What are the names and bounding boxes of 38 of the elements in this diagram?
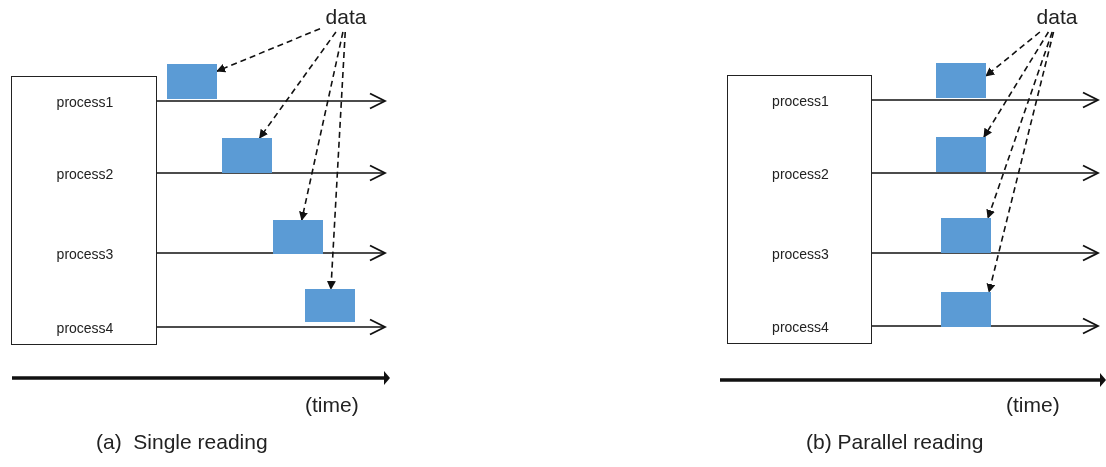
data-label: data bbox=[320, 4, 372, 32]
data-block bbox=[273, 220, 323, 254]
panel-caption: (a) Single reading bbox=[96, 430, 268, 454]
process-label: process4 bbox=[728, 312, 873, 342]
data-block bbox=[941, 292, 991, 327]
data-block bbox=[167, 64, 217, 99]
process-label: process3 bbox=[728, 239, 873, 269]
data-label: data bbox=[1031, 4, 1083, 32]
timeline-arrow bbox=[871, 91, 1099, 109]
process-label: process2 bbox=[12, 159, 158, 189]
data-block bbox=[941, 218, 991, 253]
timeline-arrow bbox=[156, 318, 386, 336]
timeline-arrow bbox=[156, 164, 386, 182]
dashed-arrow bbox=[983, 31, 1050, 138]
time-label: (time) bbox=[1006, 393, 1060, 417]
process-group-box bbox=[727, 75, 872, 344]
panel-caption: (b) Parallel reading bbox=[806, 430, 984, 454]
process-label: process1 bbox=[12, 87, 158, 117]
process-label: process1 bbox=[728, 86, 873, 116]
process-label: process2 bbox=[728, 159, 873, 189]
dashed-arrow bbox=[986, 31, 1053, 219]
dashed-arrow bbox=[299, 31, 344, 221]
timeline-arrow bbox=[871, 244, 1099, 262]
dashed-arrow bbox=[326, 31, 347, 290]
process-label: process4 bbox=[12, 313, 158, 343]
process-label: process3 bbox=[12, 239, 158, 269]
dashed-arrow bbox=[986, 31, 1055, 293]
time-label: (time) bbox=[305, 393, 359, 417]
data-block bbox=[936, 63, 986, 98]
timeline-arrow bbox=[156, 92, 386, 110]
process-group-box bbox=[11, 76, 157, 345]
dashed-arrow bbox=[258, 31, 337, 139]
data-block bbox=[305, 289, 355, 322]
data-block bbox=[222, 138, 272, 173]
timeline-arrow bbox=[871, 164, 1099, 182]
dashed-arrow bbox=[985, 31, 1041, 77]
data-block bbox=[936, 137, 986, 172]
dashed-arrow bbox=[216, 27, 321, 73]
